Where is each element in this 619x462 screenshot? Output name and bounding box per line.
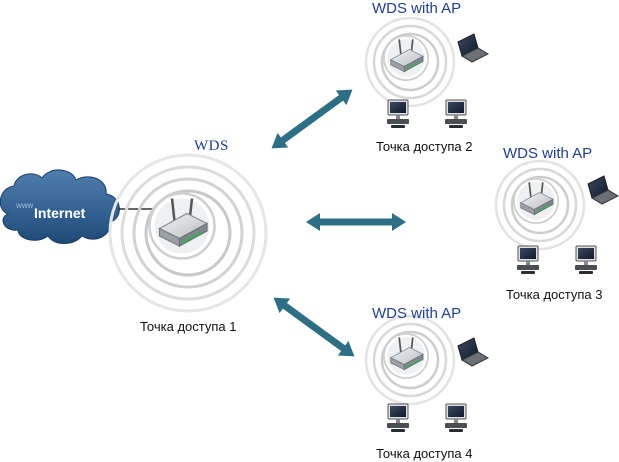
desktop-icon: [516, 245, 540, 275]
internet-www-label: www: [15, 201, 34, 210]
ap2-title: WDS with AP: [372, 0, 462, 17]
ap1-caption: Точка доступа 1: [140, 319, 237, 334]
desktop-icon: [386, 403, 410, 433]
signal-rings: [494, 159, 586, 251]
double-arrow-icon: [306, 213, 406, 231]
ap1-title: WDS: [194, 138, 229, 154]
signal-rings: [364, 16, 456, 108]
router-icon: [513, 178, 559, 224]
desktop-icon: [386, 99, 410, 129]
router-icon: [383, 333, 429, 379]
laptop-icon: [457, 33, 489, 63]
laptop-icon: [457, 337, 489, 367]
access-point-2: [364, 16, 489, 129]
internet-cloud: www Internet: [0, 169, 158, 244]
ap3-title: WDS with AP: [503, 145, 593, 162]
desktop-icon: [574, 245, 598, 275]
ap2-caption: Точка доступа 2: [376, 139, 473, 154]
double-arrow-icon: [268, 290, 360, 364]
access-point-1: [108, 153, 268, 313]
desktop-icon: [444, 99, 468, 129]
access-point-3: [494, 159, 619, 275]
desktop-icon: [444, 403, 468, 433]
router-icon: [148, 192, 216, 260]
ap3-caption: Точка доступа 3: [506, 287, 603, 302]
router-icon: [383, 35, 429, 81]
laptop-icon: [587, 175, 619, 205]
access-point-4: [364, 314, 489, 433]
signal-rings: [364, 314, 456, 406]
link-arrow-ap1-ap4: [268, 290, 360, 364]
double-arrow-icon: [266, 82, 358, 156]
signal-rings: [108, 153, 268, 313]
ap4-title: WDS with AP: [372, 305, 462, 322]
ap4-caption: Точка доступа 4: [376, 446, 473, 461]
link-arrow-ap1-ap2: [266, 82, 358, 156]
internet-label: Internet: [34, 205, 86, 221]
link-arrow-ap1-ap3: [306, 213, 406, 231]
